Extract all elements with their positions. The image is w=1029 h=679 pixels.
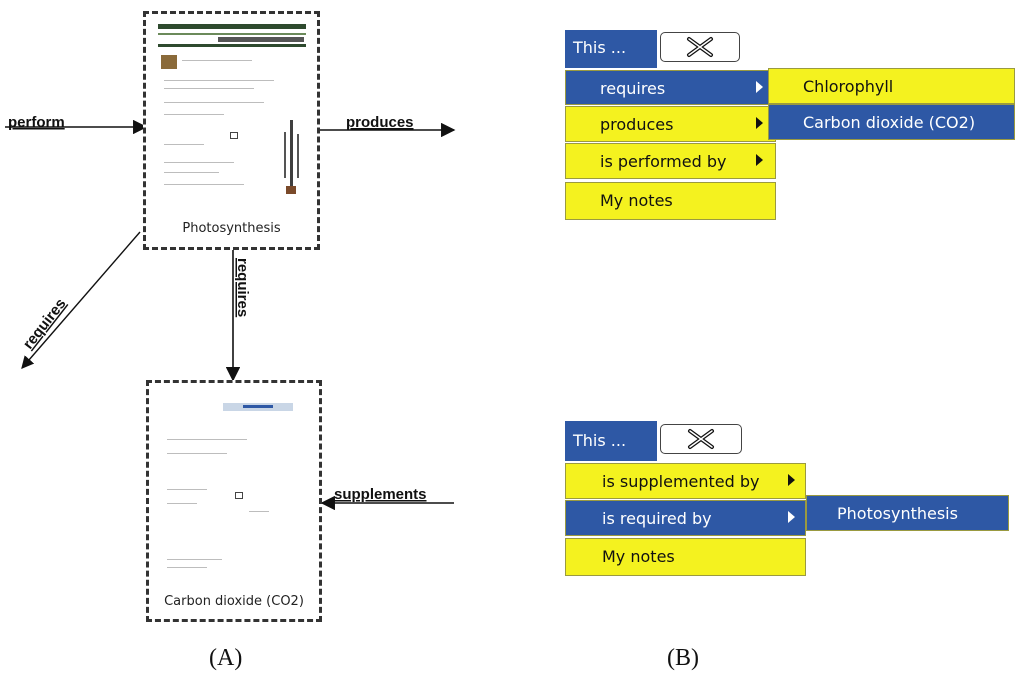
menu-1-item-notes-label: My notes [600, 191, 673, 210]
menu-2-item-required-by-label: is required by [602, 509, 712, 528]
menu-1-item-produces-label: produces [600, 115, 674, 134]
caption-b: (B) [667, 645, 699, 671]
co2-node[interactable]: Carbon dioxide (CO2) [146, 380, 322, 622]
co2-thumbnail [159, 391, 309, 581]
menu-1-item-notes[interactable]: My notes [565, 182, 776, 220]
photosynthesis-thumbnail [156, 22, 308, 200]
menu-1-item-requires-label: requires [600, 79, 666, 98]
menu-2-item-supplemented-by-label: is supplemented by [602, 472, 760, 491]
produces-label: produces [346, 114, 414, 131]
menu-2-item-notes[interactable]: My notes [565, 538, 806, 576]
supplements-label: supplements [334, 486, 427, 503]
submenu-arrow-icon [756, 81, 763, 93]
menu-2-close-button[interactable] [660, 424, 742, 454]
menu-2-sub-photosynthesis[interactable]: Photosynthesis [806, 495, 1009, 531]
close-x-icon [688, 429, 714, 449]
menu-2-title: This ... [573, 431, 627, 450]
submenu-arrow-icon [788, 511, 795, 523]
submenu-arrow-icon [788, 474, 795, 486]
requires-vert-label: requires [234, 258, 251, 317]
menu-1-item-performed-by-label: is performed by [600, 152, 727, 171]
co2-caption: Carbon dioxide (CO2) [164, 594, 304, 609]
menu-1-title: This ... [573, 38, 627, 57]
submenu-arrow-icon [756, 117, 763, 129]
menu-2-sub-photosynthesis-label: Photosynthesis [837, 504, 958, 523]
menu-1-item-performed-by[interactable]: is performed by [565, 143, 776, 179]
photosynthesis-node[interactable]: Photosynthesis [143, 11, 320, 250]
submenu-arrow-icon [756, 154, 763, 166]
menu-1-close-button[interactable] [660, 32, 740, 62]
menu-2-header: This ... [565, 421, 657, 461]
caption-a: (A) [209, 645, 243, 671]
menu-1-header: This ... [565, 30, 657, 68]
perform-label: perform [8, 114, 65, 131]
requires-diag-label: requires [20, 295, 70, 352]
menu-2-item-required-by[interactable]: is required by [565, 500, 806, 536]
menu-1-sub-co2-label: Carbon dioxide (CO2) [803, 113, 976, 132]
menu-1-sub-chlorophyll[interactable]: Chlorophyll [768, 68, 1015, 104]
menu-1-sub-chlorophyll-label: Chlorophyll [803, 77, 894, 96]
requires-diag-arrow [21, 231, 141, 369]
menu-2-item-supplemented-by[interactable]: is supplemented by [565, 463, 806, 499]
menu-2-item-notes-label: My notes [602, 547, 675, 566]
menu-1-sub-co2[interactable]: Carbon dioxide (CO2) [768, 104, 1015, 140]
menu-1-item-requires[interactable]: requires [565, 70, 776, 105]
photosynthesis-caption: Photosynthesis [182, 221, 281, 236]
menu-1-item-produces[interactable]: produces [565, 106, 776, 142]
close-x-icon [687, 37, 713, 57]
